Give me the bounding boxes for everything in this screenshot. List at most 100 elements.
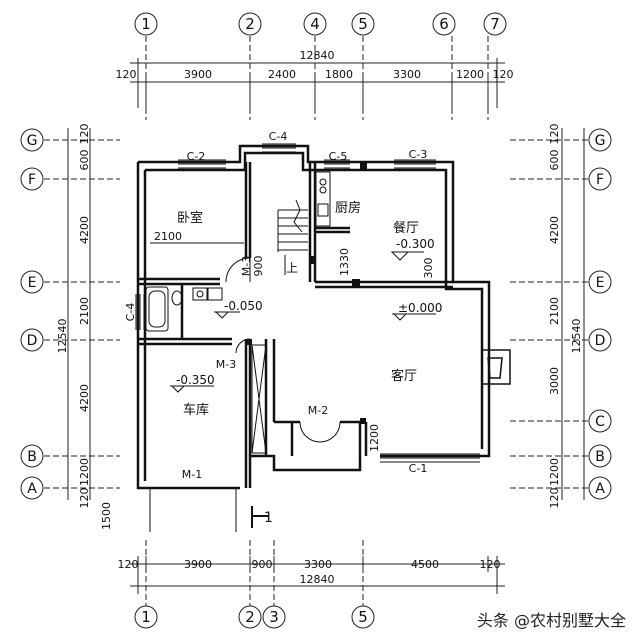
axis-label-bottom-2: 2	[245, 608, 255, 626]
inner-dim-2100: 2100	[154, 230, 182, 243]
axis-label-top-4: 4	[310, 15, 320, 33]
elevation-garage: -0.350	[176, 373, 215, 387]
axis-bubble-left-b	[20, 444, 44, 468]
axis-label-bottom-5: 5	[358, 608, 368, 626]
dim-left-2: 4200	[78, 216, 91, 244]
axis-bubble-top-4	[303, 12, 327, 36]
window-label-c5: C-5	[329, 150, 348, 163]
structural-columns	[246, 162, 367, 424]
top-dimension-lines	[130, 58, 505, 108]
staircase	[277, 199, 308, 275]
axis-bubble-top-2	[238, 12, 262, 36]
axis-label-bottom-1: 1	[141, 608, 151, 626]
door-label-m3-upper: M-3	[240, 256, 253, 276]
axis-bubble-right-c	[588, 409, 612, 433]
dim-top-4: 3300	[393, 68, 421, 81]
dim-top-2: 2400	[268, 68, 296, 81]
bottom-dimension-lines	[130, 556, 505, 594]
elevation-dining: -0.300	[396, 237, 435, 251]
dim-right-2: 4200	[548, 216, 561, 244]
axis-bubble-right-d	[588, 328, 612, 352]
axis-label-bottom-3: 3	[269, 608, 279, 626]
axis-label-right-e: E	[596, 275, 605, 291]
axis-bubble-bottom-2	[238, 605, 262, 629]
dim-left-4: 4200	[78, 384, 91, 412]
axis-label-left-f: F	[28, 172, 36, 188]
doors	[149, 257, 341, 532]
door-label-m3-lower: M-3	[216, 358, 236, 371]
axis-label-right-f: F	[596, 172, 604, 188]
kitchen-counter	[315, 171, 331, 227]
dim-bottom-3: 3300	[304, 558, 332, 571]
dim-right-4: 3000	[548, 367, 561, 395]
axis-label-top-2: 2	[245, 15, 255, 33]
dim-top-1: 3900	[184, 68, 212, 81]
left-dimension-lines	[67, 128, 91, 500]
dim-top-total: 12840	[300, 49, 335, 62]
window-label-c3: C-3	[409, 148, 428, 161]
dim-top-6: 120	[493, 68, 514, 81]
axis-bubble-left-f	[20, 167, 44, 191]
bottom-grid-axes	[145, 540, 364, 606]
dim-bottom-0: 120	[118, 558, 139, 571]
axis-bubble-right-f	[588, 167, 612, 191]
elevation-markers	[170, 251, 436, 393]
room-label-kitchen: 厨房	[335, 200, 361, 216]
axis-bubble-bottom-3	[262, 605, 286, 629]
room-label-garage: 车库	[183, 402, 209, 418]
right-grid-axes	[510, 139, 588, 489]
stair-up-label: 上	[286, 261, 298, 275]
axis-label-left-g: G	[27, 133, 38, 149]
inner-dim-900: 900	[252, 256, 265, 277]
dim-bottom-total: 12840	[300, 573, 335, 586]
inner-dim-300: 300	[422, 258, 435, 279]
axis-label-right-c: C	[595, 414, 605, 430]
dim-top-0: 120	[116, 68, 137, 81]
right-dimension-lines	[561, 128, 585, 500]
elevation-living: ±0.000	[398, 301, 442, 315]
dim-top-3: 1800	[325, 68, 353, 81]
room-label-dining: 餐厅	[393, 220, 419, 236]
dim-bottom-2: 900	[252, 558, 273, 571]
axis-bubble-left-g	[20, 128, 44, 152]
axis-bubble-right-b	[588, 444, 612, 468]
dim-bottom-5: 120	[480, 558, 501, 571]
axis-bubble-left-d	[20, 328, 44, 352]
dim-bottom-1: 3900	[184, 558, 212, 571]
inner-dim-1330: 1330	[338, 248, 351, 276]
axis-bubble-top-1	[134, 12, 158, 36]
left-grid-axes	[44, 139, 120, 489]
dim-right-6: 120	[548, 488, 561, 509]
axis-bubble-top-5	[351, 12, 375, 36]
section-mark-label: 1	[264, 510, 273, 526]
axis-label-top-6: 6	[439, 15, 449, 33]
door-label-m1: M-1	[182, 468, 202, 481]
dim-right-0: 120	[548, 124, 561, 145]
garage-storage-x	[251, 344, 267, 454]
dim-right-total: 12540	[570, 319, 583, 354]
axis-label-left-a: A	[27, 481, 37, 497]
windows	[135, 143, 480, 463]
dim-left-1: 600	[78, 150, 91, 171]
axis-label-top-5: 5	[358, 15, 368, 33]
axis-label-right-g: G	[595, 133, 606, 149]
axis-label-right-a: A	[595, 481, 605, 497]
room-label-living: 客厅	[391, 368, 417, 384]
axis-label-left-b: B	[27, 449, 37, 465]
dim-right-5: 1200	[548, 458, 561, 486]
axis-label-right-d: D	[595, 333, 606, 349]
axis-bubble-right-g	[588, 128, 612, 152]
dim-top-5: 1200	[456, 68, 484, 81]
axis-label-right-b: B	[595, 449, 605, 465]
axis-bubble-bottom-1	[134, 605, 158, 629]
axis-bubble-right-a	[588, 476, 612, 500]
window-label-c4-top: C-4	[269, 130, 288, 143]
exterior-walls	[136, 144, 491, 490]
axis-bubble-top-6	[432, 12, 456, 36]
axis-bubble-left-a	[20, 476, 44, 500]
dim-left-5: 1200	[78, 458, 91, 486]
axis-label-top-7: 7	[490, 15, 500, 33]
fireplace	[481, 349, 511, 385]
dim-left-3: 2100	[78, 297, 91, 325]
